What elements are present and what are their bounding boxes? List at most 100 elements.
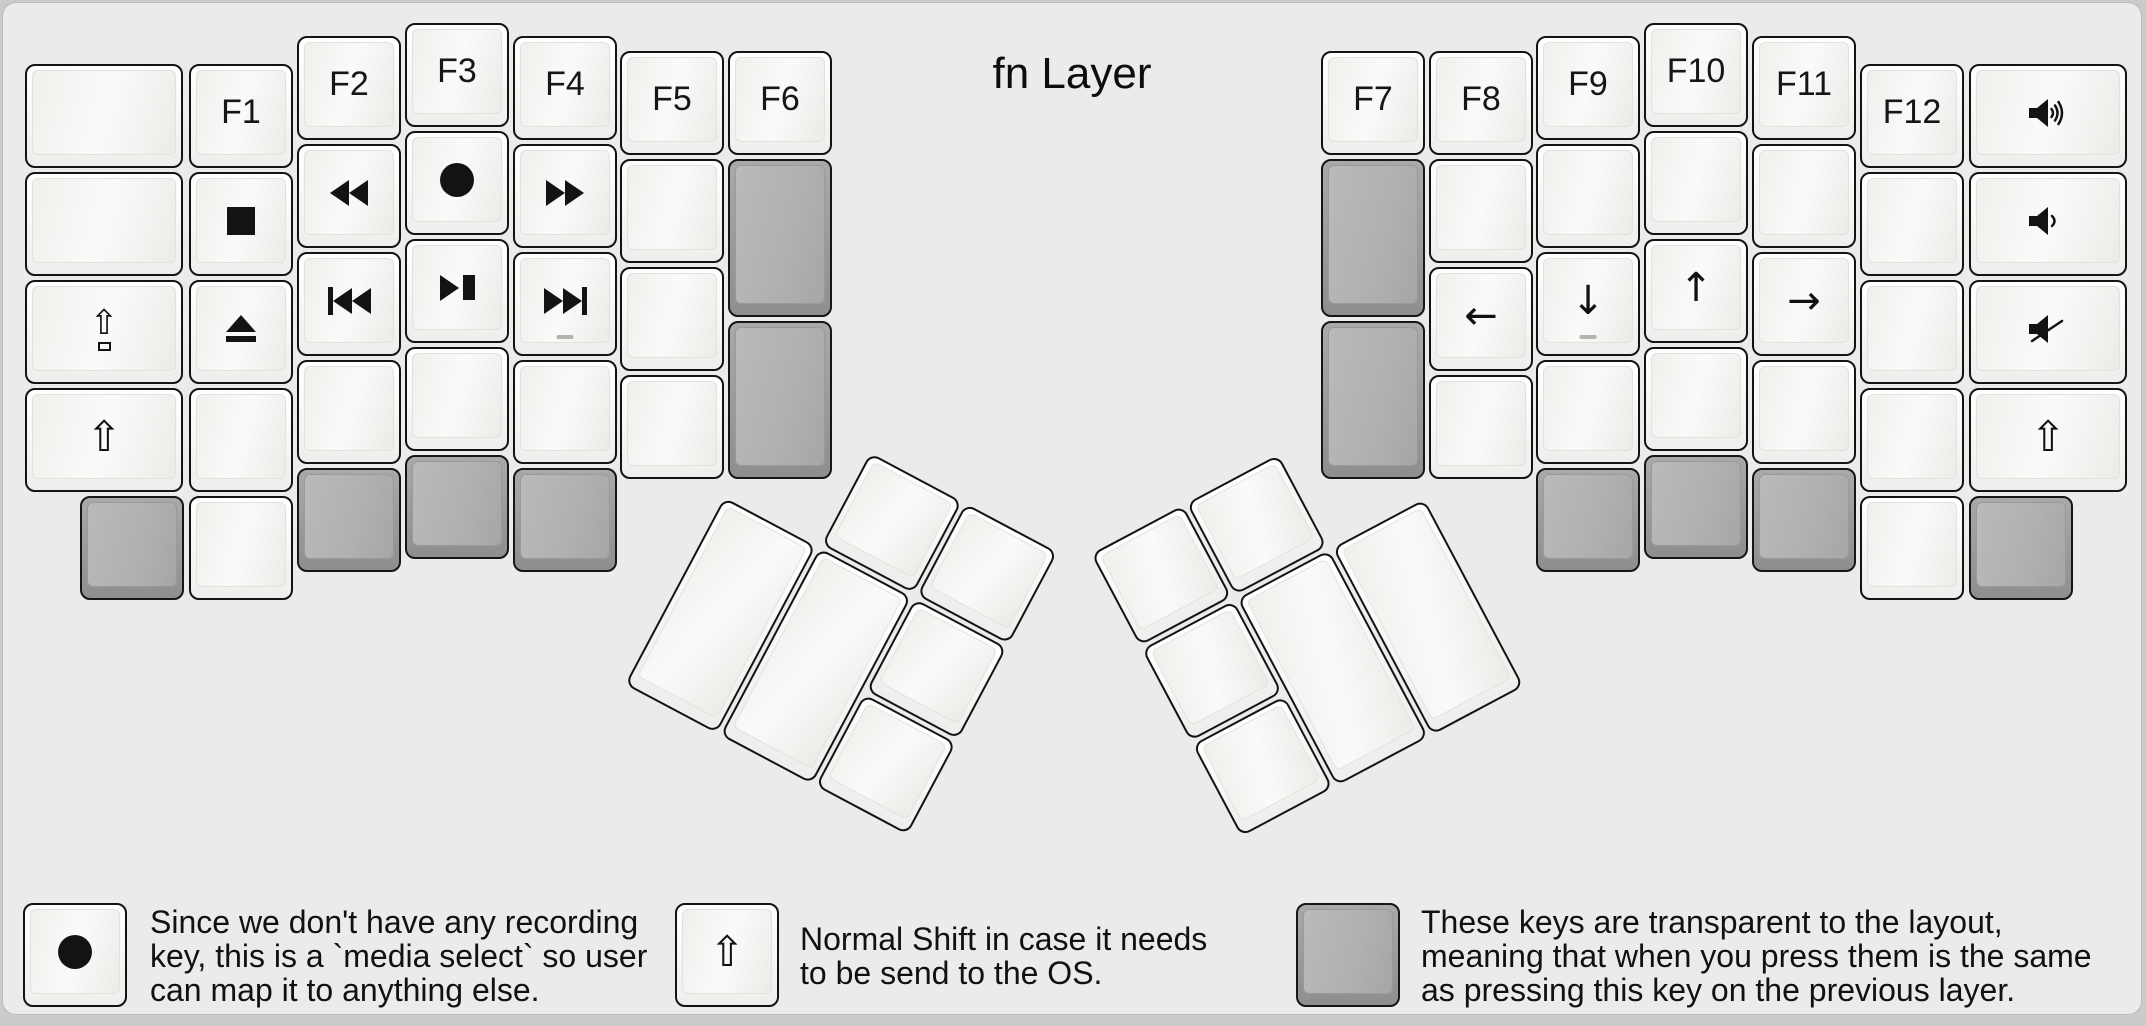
keycap-surface (1543, 366, 1633, 451)
keycap-surface: ↑ (1651, 245, 1741, 330)
key-label: F11 (1775, 65, 1833, 103)
key-arrow-down[interactable]: ↓ (1536, 252, 1640, 356)
key-F6[interactable]: F6 (728, 51, 832, 155)
key-F10[interactable]: F10 (1644, 23, 1748, 127)
key-F4[interactable]: F4 (513, 36, 617, 140)
keycap-surface (1976, 178, 2120, 263)
key-blank[interactable] (25, 172, 183, 276)
layer-title: fn Layer (992, 49, 1152, 98)
vol-up-icon (2025, 96, 2071, 130)
key-F9[interactable]: F9 (1536, 36, 1640, 140)
key-blank[interactable] (1644, 347, 1748, 451)
key-shift[interactable]: ⇧ (25, 388, 183, 492)
key-rewind[interactable] (297, 144, 401, 248)
key-eject[interactable] (189, 280, 293, 384)
keycap-surface (1543, 474, 1633, 559)
keycap-surface (1759, 150, 1849, 235)
keycap-surface (1651, 461, 1741, 546)
key-blank[interactable] (405, 455, 509, 559)
keycap-surface: F8 (1436, 57, 1526, 142)
key-blank (1296, 903, 1400, 1007)
key-vol-down[interactable] (1969, 172, 2127, 276)
key-blank[interactable] (80, 496, 184, 600)
keycap-surface (1436, 165, 1526, 250)
key-blank[interactable] (25, 64, 183, 168)
arrow-up-icon: ↑ (1679, 264, 1713, 311)
keycap-surface (412, 353, 502, 438)
keycap-surface (32, 178, 176, 263)
keycap-surface (32, 70, 176, 155)
key-vol-up[interactable] (1969, 64, 2127, 168)
key-blank[interactable] (1860, 388, 1964, 492)
key-F8[interactable]: F8 (1429, 51, 1533, 155)
key-F12[interactable]: F12 (1860, 64, 1964, 168)
keycap-surface (412, 461, 502, 546)
key-blank[interactable] (728, 321, 832, 479)
key-blank[interactable] (1752, 144, 1856, 248)
key-arrow-up[interactable]: ↑ (1644, 239, 1748, 343)
keycap-surface (1543, 150, 1633, 235)
legend-text-transparent: These keys are transparent to the layout… (1421, 904, 2092, 1008)
key-blank[interactable] (1536, 468, 1640, 572)
keycap-surface (1976, 502, 2066, 587)
key-blank[interactable] (1752, 468, 1856, 572)
key-blank[interactable] (189, 496, 293, 600)
key-blank[interactable] (297, 360, 401, 464)
key-F11[interactable]: F11 (1752, 36, 1856, 140)
key-stop[interactable] (189, 172, 293, 276)
key-arrow-left[interactable]: ← (1429, 267, 1533, 371)
key-mute[interactable] (1969, 280, 2127, 384)
key-blank[interactable] (620, 159, 724, 263)
keycap-surface (1651, 137, 1741, 222)
keycap-surface (520, 150, 610, 235)
key-blank[interactable] (513, 360, 617, 464)
keycap-surface (627, 381, 717, 466)
key-arrow-right[interactable]: → (1752, 252, 1856, 356)
key-blank[interactable] (620, 375, 724, 479)
key-blank[interactable] (405, 347, 509, 451)
key-shift[interactable]: ⇧ (1969, 388, 2127, 492)
keycap-surface (520, 366, 610, 451)
key-record[interactable] (405, 131, 509, 235)
keycap-surface: F10 (1651, 29, 1741, 114)
keycap-surface (1867, 286, 1957, 371)
keycap-surface: ⇧ (32, 394, 176, 479)
key-blank[interactable] (1536, 360, 1640, 464)
key-blank[interactable] (1860, 172, 1964, 276)
key-blank[interactable] (1321, 321, 1425, 479)
fast-forward-icon (546, 179, 584, 206)
key-next-track[interactable] (513, 252, 617, 356)
key-blank[interactable] (728, 159, 832, 317)
key-prev-track[interactable] (297, 252, 401, 356)
key-blank[interactable] (1429, 159, 1533, 263)
key-blank[interactable] (1644, 455, 1748, 559)
key-blank[interactable] (1752, 360, 1856, 464)
key-blank[interactable] (1969, 496, 2073, 600)
record-icon (58, 934, 92, 969)
keycap-surface: ← (1436, 273, 1526, 358)
key-blank[interactable] (1429, 375, 1533, 479)
key-blank[interactable] (620, 267, 724, 371)
key-blank[interactable] (189, 388, 293, 492)
key-F5[interactable]: F5 (620, 51, 724, 155)
key-F3[interactable]: F3 (405, 23, 509, 127)
key-blank[interactable] (1860, 496, 1964, 600)
key-blank[interactable] (1321, 159, 1425, 317)
prev-track-icon (327, 286, 371, 315)
key-F7[interactable]: F7 (1321, 51, 1425, 155)
keycap-surface (196, 502, 286, 587)
key-blank[interactable] (513, 468, 617, 572)
keycap-surface: → (1759, 258, 1849, 343)
key-blank[interactable] (1860, 280, 1964, 384)
keycap-surface (304, 474, 394, 559)
key-blank[interactable] (1536, 144, 1640, 248)
play-pause-icon (439, 274, 475, 301)
key-caps[interactable]: ⇧ (25, 280, 183, 384)
key-fast-forward[interactable] (513, 144, 617, 248)
key-F2[interactable]: F2 (297, 36, 401, 140)
key-blank[interactable] (1644, 131, 1748, 235)
key-play-pause[interactable] (405, 239, 509, 343)
key-label: F4 (545, 65, 585, 103)
key-F1[interactable]: F1 (189, 64, 293, 168)
key-blank[interactable] (297, 468, 401, 572)
